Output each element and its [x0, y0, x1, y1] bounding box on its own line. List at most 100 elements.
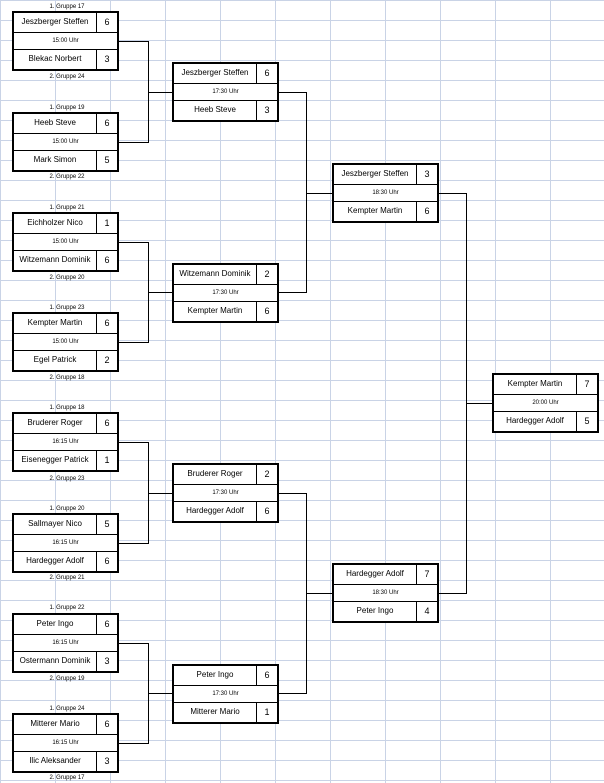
- group-label: 2. Gruppe 17: [49, 775, 85, 781]
- bracket-connector: [119, 242, 148, 243]
- score[interactable]: 6: [104, 17, 110, 27]
- group-label: 1. Gruppe 23: [49, 305, 85, 311]
- score[interactable]: 6: [104, 719, 110, 729]
- player-name[interactable]: Mitterer Mario: [174, 703, 257, 722]
- score[interactable]: 4: [424, 606, 430, 616]
- match-r1-3: Eichholzer Nico 1 15:00 Uhr Witzemann Dom…: [12, 212, 119, 272]
- player-name[interactable]: Jeszberger Steffen: [14, 13, 97, 32]
- score[interactable]: 1: [264, 707, 270, 717]
- match-time: 15:00 Uhr: [52, 239, 79, 245]
- score[interactable]: 2: [264, 469, 270, 479]
- bracket-connector: [148, 493, 172, 494]
- match-time: 16:15 Uhr: [52, 640, 79, 646]
- bracket-connector: [279, 693, 306, 694]
- match-time: 15:00 Uhr: [52, 339, 79, 345]
- group-label: 1. Gruppe 22: [49, 605, 85, 611]
- score[interactable]: 5: [104, 155, 110, 165]
- score[interactable]: 2: [104, 355, 110, 365]
- player-name[interactable]: Ilic Aleksander: [14, 752, 97, 771]
- score[interactable]: 5: [584, 416, 590, 426]
- player-name[interactable]: Witzemann Dominik: [14, 251, 97, 270]
- player-name[interactable]: Hardegger Adolf: [494, 412, 577, 431]
- bracket-connector: [439, 193, 466, 194]
- match-time: 20:00 Uhr: [532, 400, 559, 406]
- player-name[interactable]: Hardegger Adolf: [14, 552, 97, 571]
- match-r3-2: Hardegger Adolf 7 18:30 Uhr Peter Ingo 4: [332, 563, 439, 623]
- player-name[interactable]: Hardegger Adolf: [334, 565, 417, 584]
- match-r3-1: Jeszberger Steffen 3 18:30 Uhr Kempter Ma…: [332, 163, 439, 223]
- bracket-connector: [148, 292, 172, 293]
- bracket-connector: [279, 493, 306, 494]
- bracket-connector: [119, 543, 148, 544]
- player-name[interactable]: Hardegger Adolf: [174, 502, 257, 521]
- score[interactable]: 6: [264, 306, 270, 316]
- score[interactable]: 6: [104, 418, 110, 428]
- match-r2-2: Witzemann Dominik 2 17:30 Uhr Kempter Mar…: [172, 263, 279, 323]
- bracket-connector: [119, 442, 148, 443]
- bracket-connector: [306, 593, 332, 594]
- score[interactable]: 6: [104, 556, 110, 566]
- player-name[interactable]: Eisenegger Patrick: [14, 451, 97, 470]
- bracket-connector: [306, 92, 307, 293]
- score[interactable]: 6: [264, 68, 270, 78]
- match-time: 17:30 Uhr: [212, 290, 239, 296]
- player-name[interactable]: Heeb Steve: [14, 114, 97, 133]
- score[interactable]: 6: [424, 206, 430, 216]
- player-name[interactable]: Eichholzer Nico: [14, 214, 97, 233]
- group-label: 2. Gruppe 24: [49, 74, 85, 80]
- player-name[interactable]: Mitterer Mario: [14, 715, 97, 734]
- player-name[interactable]: Peter Ingo: [334, 602, 417, 621]
- match-time: 17:30 Uhr: [212, 490, 239, 496]
- bracket-connector: [466, 403, 492, 404]
- bracket-connector: [119, 142, 148, 143]
- score[interactable]: 7: [584, 379, 590, 389]
- player-name[interactable]: Blekac Norbert: [14, 50, 97, 69]
- player-name[interactable]: Jeszberger Steffen: [334, 165, 417, 184]
- score[interactable]: 2: [264, 269, 270, 279]
- score[interactable]: 3: [264, 105, 270, 115]
- match-time: 18:30 Uhr: [372, 590, 399, 596]
- player-name[interactable]: Heeb Steve: [174, 101, 257, 120]
- match-r2-1: Jeszberger Steffen 6 17:30 Uhr Heeb Steve…: [172, 62, 279, 122]
- bracket-connector: [119, 643, 148, 644]
- score[interactable]: 1: [104, 218, 110, 228]
- score[interactable]: 1: [104, 455, 110, 465]
- group-label: 2. Gruppe 23: [49, 476, 85, 482]
- score[interactable]: 7: [424, 569, 430, 579]
- score[interactable]: 5: [104, 519, 110, 529]
- score[interactable]: 6: [104, 118, 110, 128]
- player-name[interactable]: Peter Ingo: [14, 615, 97, 634]
- group-label: 1. Gruppe 17: [49, 4, 85, 10]
- player-name[interactable]: Kempter Martin: [334, 202, 417, 221]
- score[interactable]: 6: [104, 619, 110, 629]
- player-name[interactable]: Egel Patrick: [14, 351, 97, 370]
- score[interactable]: 3: [104, 756, 110, 766]
- score[interactable]: 3: [104, 54, 110, 64]
- player-name[interactable]: Ostermann Dominik: [14, 652, 97, 671]
- player-name[interactable]: Jeszberger Steffen: [174, 64, 257, 83]
- player-name[interactable]: Kempter Martin: [494, 375, 577, 394]
- bracket-connector: [119, 41, 148, 42]
- score[interactable]: 3: [424, 169, 430, 179]
- score[interactable]: 6: [104, 318, 110, 328]
- score[interactable]: 6: [264, 670, 270, 680]
- player-name[interactable]: Bruderer Roger: [14, 414, 97, 433]
- player-name[interactable]: Witzemann Dominik: [174, 265, 257, 284]
- player-name[interactable]: Sallmayer Nico: [14, 515, 97, 534]
- score[interactable]: 6: [104, 255, 110, 265]
- match-time: 17:30 Uhr: [212, 89, 239, 95]
- player-name[interactable]: Kempter Martin: [14, 314, 97, 333]
- group-label: 1. Gruppe 21: [49, 205, 85, 211]
- player-name[interactable]: Mark Simon: [14, 151, 97, 170]
- match-time: 18:30 Uhr: [372, 190, 399, 196]
- match-time: 16:15 Uhr: [52, 439, 79, 445]
- group-label: 1. Gruppe 24: [49, 706, 85, 712]
- match-r1-7: Peter Ingo 6 16:15 Uhr Ostermann Dominik 3: [12, 613, 119, 673]
- score[interactable]: 3: [104, 656, 110, 666]
- player-name[interactable]: Bruderer Roger: [174, 465, 257, 484]
- player-name[interactable]: Peter Ingo: [174, 666, 257, 685]
- player-name[interactable]: Kempter Martin: [174, 302, 257, 321]
- score[interactable]: 6: [264, 506, 270, 516]
